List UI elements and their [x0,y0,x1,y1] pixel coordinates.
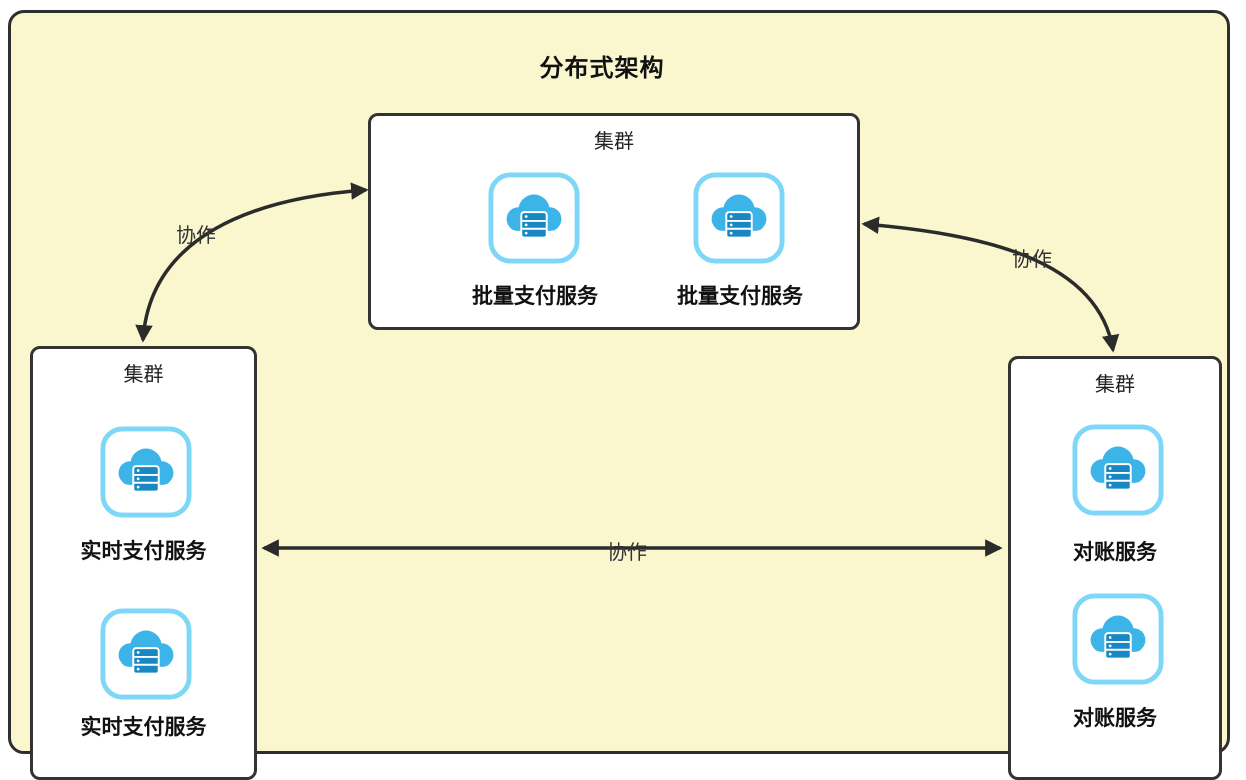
service-label: 实时支付服务 [80,715,207,739]
cluster-box-top: 集群 批量支付服务 批量支付服务 [368,113,860,330]
cluster-box-left: 集群 实时支付服务 实时支付服务 [30,346,257,780]
cloud-server-icon [487,171,581,265]
cloud-server-icon [1071,423,1165,517]
cloud-server-icon [692,171,786,265]
service-label: 批量支付服务 [677,284,803,308]
cluster-box-right: 集群 对账服务 对账服务 [1008,356,1222,780]
service-label: 对账服务 [1073,540,1157,564]
cloud-server-icon [99,425,193,519]
cloud-server-icon [1071,592,1165,686]
service-label: 批量支付服务 [472,284,598,308]
edge-label-left-top: 协作 [176,223,216,247]
cloud-server-icon [99,607,193,701]
diagram-title: 分布式架构 [539,54,665,82]
cluster-label: 集群 [594,129,634,153]
service-label: 实时支付服务 [80,539,207,563]
edge-label-left-right: 协作 [607,540,647,564]
cluster-label: 集群 [123,362,164,386]
cluster-label: 集群 [1095,372,1135,396]
service-label: 对账服务 [1073,706,1157,730]
edge-label-top-right: 协作 [1012,247,1052,271]
